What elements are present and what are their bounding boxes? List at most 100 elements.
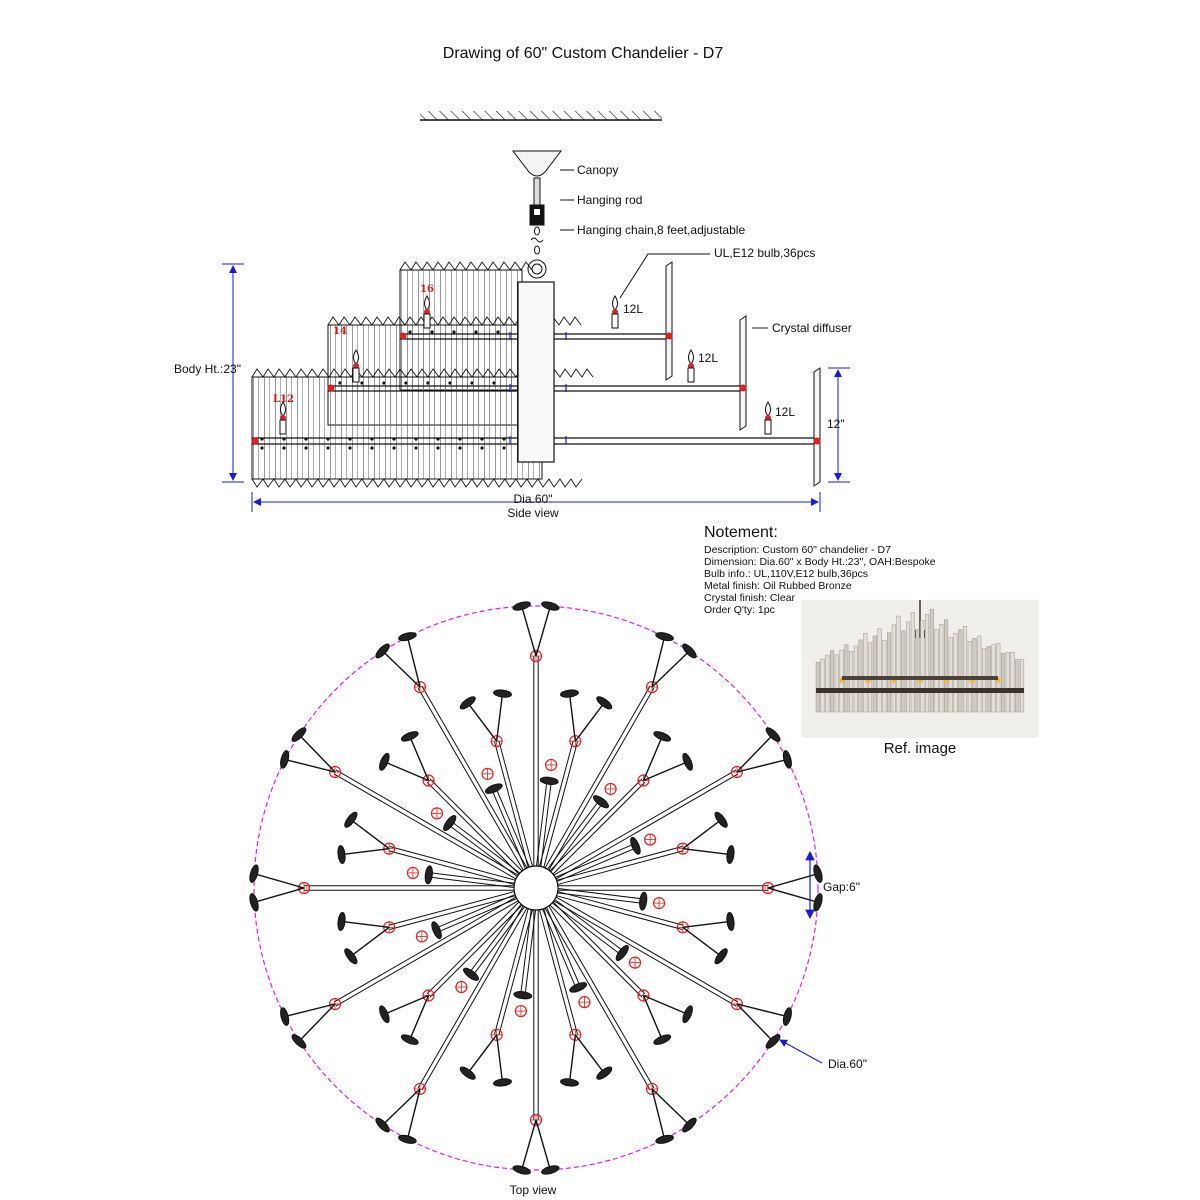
arm-end-cap	[765, 727, 781, 742]
arm-end-cap	[463, 967, 479, 981]
arm-end-cap	[280, 1007, 290, 1026]
arm-end-cap	[400, 1034, 419, 1045]
marker-mid: 14	[333, 326, 347, 337]
arm-end-cap	[379, 1005, 390, 1024]
side-view-caption: Side view	[507, 506, 559, 520]
dimension-diameter-side: Dia.60"	[251, 492, 821, 512]
svg-text:Body Ht.:23": Body Ht.:23"	[174, 362, 241, 376]
note-metal-finish: Metal finish: Oil Rubbed Bronze	[704, 580, 852, 592]
arm-end-cap	[375, 643, 390, 659]
bulb-icon	[413, 680, 427, 694]
arm-end-cap	[541, 601, 560, 611]
arm-end-cap	[726, 845, 735, 864]
arm-end-cap	[639, 891, 648, 911]
arm-end-cap	[682, 643, 697, 659]
arm-end-cap	[484, 783, 503, 794]
bulb-icon	[514, 1004, 527, 1018]
dimension-body-height: Body Ht.:23"	[174, 263, 244, 483]
arm-end-cap	[569, 982, 588, 993]
bulb-icon	[578, 996, 591, 1009]
arm-end-cap	[398, 1134, 417, 1144]
arm-end-cap	[560, 1078, 579, 1087]
label-hanging-chain: Hanging chain,8 feet,adjustable	[577, 223, 745, 237]
note-description: Description: Custom 60" chandelier - D7	[704, 544, 891, 556]
note-bulb: Bulb info.: UL,110V,E12 bulb,36pcs	[704, 568, 869, 580]
svg-text:Dia.60": Dia.60"	[514, 492, 553, 506]
arm-end-cap	[443, 815, 457, 831]
arm-end-cap	[291, 727, 307, 742]
light-count-top: 12L	[623, 302, 643, 316]
bulb-icon	[637, 774, 650, 787]
arm-end-cap	[596, 1066, 613, 1080]
crystal-diffuser-top	[665, 261, 673, 381]
arm-end-cap	[337, 912, 346, 931]
bulb-icon	[637, 989, 650, 1002]
arm-end-cap	[280, 750, 290, 769]
arm-end-cap	[539, 776, 559, 785]
arm-end-cap	[249, 893, 259, 912]
reference-image-caption: Ref. image	[883, 740, 957, 757]
arm-end-cap	[512, 601, 531, 611]
side-view: Canopy Hanging rod Hanging chain,8 feet,…	[174, 111, 852, 520]
arm-end-cap	[344, 811, 358, 828]
arm-end-cap	[379, 752, 390, 771]
canopy	[511, 150, 563, 177]
hanging-chain	[527, 226, 547, 279]
arm-end-cap	[782, 750, 792, 769]
bulb-icon	[730, 997, 744, 1011]
top-view-caption: Top view	[510, 1183, 557, 1197]
bulb-icon-mid	[687, 349, 695, 383]
notes-block: Notement: Description: Custom 60" chande…	[704, 524, 1004, 616]
arm-end-cap	[655, 632, 674, 642]
bulb-icon	[628, 956, 642, 969]
arm-end-cap	[431, 921, 442, 940]
bulb-icon-left-top	[423, 295, 431, 329]
arm-end-cap	[813, 893, 823, 912]
notes-heading: Notement:	[704, 524, 778, 541]
note-dimension: Dimension: Dia.60" x Body Ht.:23", OAH:B…	[704, 556, 936, 568]
bulb-icon	[328, 997, 342, 1011]
bulb-icon	[645, 1082, 659, 1096]
arm-end-cap	[714, 811, 728, 828]
crystal-bank-bottom	[251, 330, 594, 488]
arm-end-cap	[459, 1066, 476, 1080]
arm-end-cap	[682, 752, 693, 771]
arm-end-cap	[653, 1034, 672, 1045]
arm-end-cap	[424, 865, 433, 885]
bulb-icon	[761, 881, 775, 895]
arm-end-cap	[337, 845, 346, 864]
bulb-icon	[297, 881, 311, 895]
arm-end-cap	[400, 731, 419, 742]
bulb-icon-bottom	[764, 401, 772, 435]
bulb-icon	[328, 765, 342, 779]
dimension-bottom-height: 12"	[827, 367, 850, 483]
top-view: Gap:6" Dia.60" Top view	[249, 601, 867, 1197]
arm-end-cap	[344, 948, 358, 965]
arm-end-cap	[655, 1134, 674, 1144]
bulb-icon	[430, 807, 444, 820]
dimension-diameter-top: Dia.60"	[779, 1039, 867, 1071]
arm-end-cap	[593, 795, 609, 809]
arm-end-cap	[375, 1117, 390, 1133]
ceiling-hatch	[420, 111, 662, 120]
arm-end-cap	[513, 991, 533, 1000]
arm-end-cap	[493, 1078, 512, 1087]
arm-end-cap	[653, 731, 672, 742]
reference-image	[802, 600, 1038, 738]
center-hub	[513, 865, 559, 911]
bulb-icon	[455, 980, 468, 994]
bulb-icon	[422, 989, 435, 1002]
arm-end-cap	[765, 1034, 781, 1049]
bulb-icon-left-mid	[352, 349, 360, 383]
bulb-icon	[413, 1082, 427, 1096]
bulb-icon-left-bottom	[279, 401, 287, 435]
label-crystal-diffuser: Crystal diffuser	[772, 321, 852, 335]
bulb-icon-top	[611, 295, 619, 329]
bulb-icon	[604, 782, 617, 796]
bulb-icon	[730, 765, 744, 779]
arm-end-cap	[541, 1165, 560, 1175]
light-count-bottom: 12L	[775, 405, 795, 419]
crystal-diffuser-mid	[739, 315, 747, 431]
arm-end-cap	[398, 632, 417, 642]
